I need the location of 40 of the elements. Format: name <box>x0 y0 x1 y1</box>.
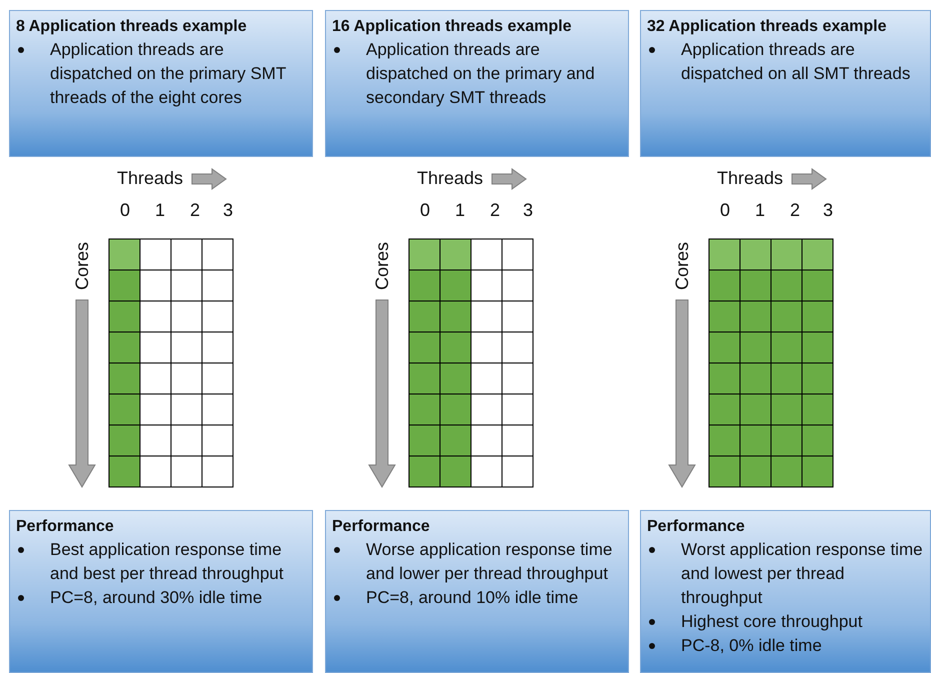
column-number: 0 <box>720 200 730 220</box>
bullet-text: Application threads are dispatched on all SMT threads <box>681 40 910 83</box>
info-panel <box>640 510 931 673</box>
bullet-text: Highest core throughput <box>681 612 862 631</box>
bullet-text: Application threads are dispatched on the primary and secondary SMT threads <box>366 40 595 107</box>
axis-label: Cores <box>672 242 692 290</box>
column-number: 2 <box>190 200 200 220</box>
column-number: 1 <box>455 200 466 220</box>
panel-heading: Performance <box>16 517 115 537</box>
bullet-text: PC=8, around 10% idle time <box>366 588 578 607</box>
panel-heading: Performance <box>647 517 746 537</box>
column-number: 2 <box>490 200 500 220</box>
info-panel <box>325 510 629 673</box>
info-panel <box>325 10 629 157</box>
panel-heading: Performance <box>332 517 431 537</box>
axis-label: Threads <box>117 168 184 188</box>
panel-heading: 32 Application threads example <box>647 17 888 37</box>
axis-label: Threads <box>717 168 784 188</box>
bullet-text: PC=8, around 30% idle time <box>50 588 262 607</box>
bullet-text: PC-8, 0% idle time <box>681 636 822 655</box>
column-number: 2 <box>790 200 800 220</box>
info-panel <box>640 10 931 157</box>
bullet-text: Worst application response time and lowest per thread throughput <box>681 540 923 607</box>
column-number: 0 <box>120 200 130 220</box>
bullet-text: Application threads are dispatched on the primary SMT threads of the eight cores <box>50 40 286 107</box>
info-panel <box>9 10 313 157</box>
bullet-text: Worse application response time and lower per thread throughput <box>366 540 612 583</box>
panel-heading: 8 Application threads example <box>16 17 248 37</box>
column-number: 3 <box>223 200 234 220</box>
axis-label: Cores <box>72 242 92 290</box>
axis-label: Threads <box>417 168 484 188</box>
column-number: 1 <box>155 200 166 220</box>
axis-label: Cores <box>372 242 392 290</box>
bullet-text: Best application response time and best per thread throughput <box>50 540 284 583</box>
panel-heading: 16 Application threads example <box>332 17 572 37</box>
info-panel <box>9 510 313 673</box>
column-number: 3 <box>823 200 834 220</box>
column-number: 1 <box>755 200 766 220</box>
column-number: 3 <box>523 200 534 220</box>
column-number: 0 <box>420 200 430 220</box>
